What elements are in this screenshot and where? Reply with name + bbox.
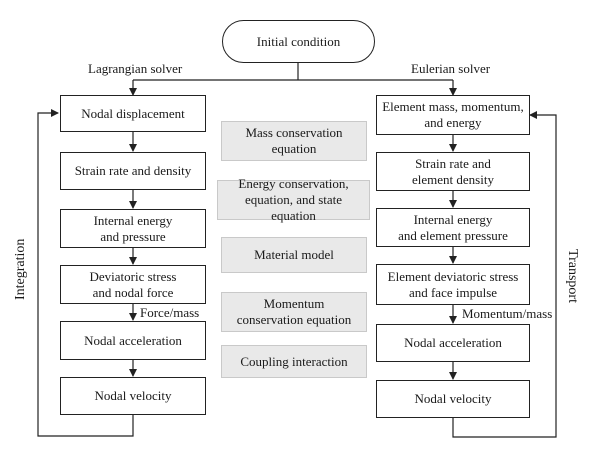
lagrangian-solver-label: Lagrangian solver xyxy=(88,61,183,76)
integration-label: Integration xyxy=(13,238,28,300)
eulerian-solver-label: Eulerian solver xyxy=(411,61,491,76)
left-step-strain-rate-density: Strain rate and density xyxy=(60,152,206,190)
integration-loop xyxy=(37,109,134,437)
middle-energy-conservation: Energy conservation, equation, and state… xyxy=(217,176,370,223)
middle-material-model: Material model xyxy=(221,237,367,273)
left-step-internal-energy-pressure: Internal energy and pressure xyxy=(60,209,206,248)
middle-momentum-conservation: Momentum conservation equation xyxy=(221,292,367,332)
force-mass-label: Force/mass xyxy=(140,305,200,320)
middle-mass-conservation: Mass conservation equation xyxy=(221,121,367,161)
middle-coupling-interaction: Coupling interaction xyxy=(221,345,367,378)
right-step-nodal-acceleration: Nodal acceleration xyxy=(376,324,530,362)
momentum-mass-label: Momentum/mass xyxy=(462,306,553,321)
right-step-strain-rate-element-density: Strain rate and element density xyxy=(376,152,530,191)
right-step-nodal-velocity: Nodal velocity xyxy=(376,380,530,418)
left-step-nodal-velocity: Nodal velocity xyxy=(60,377,206,415)
transport-label: Transport xyxy=(565,249,580,303)
right-step-deviatoric-stress-face-impulse: Element deviatoric stress and face impul… xyxy=(376,264,530,305)
transport-loop xyxy=(452,111,557,438)
initial-condition-box: Initial condition xyxy=(222,20,375,63)
left-step-deviatoric-stress-nodal-force: Deviatoric stress and nodal force xyxy=(60,265,206,304)
initial-condition-label: Initial condition xyxy=(256,33,341,49)
right-step-internal-energy-element-pressure: Internal energy and element pressure xyxy=(376,208,530,247)
right-step-element-mass-momentum-energy: Element mass, momentum, and energy xyxy=(376,95,530,135)
left-step-nodal-acceleration: Nodal acceleration xyxy=(60,321,206,360)
left-step-nodal-displacement: Nodal displacement xyxy=(60,95,206,132)
